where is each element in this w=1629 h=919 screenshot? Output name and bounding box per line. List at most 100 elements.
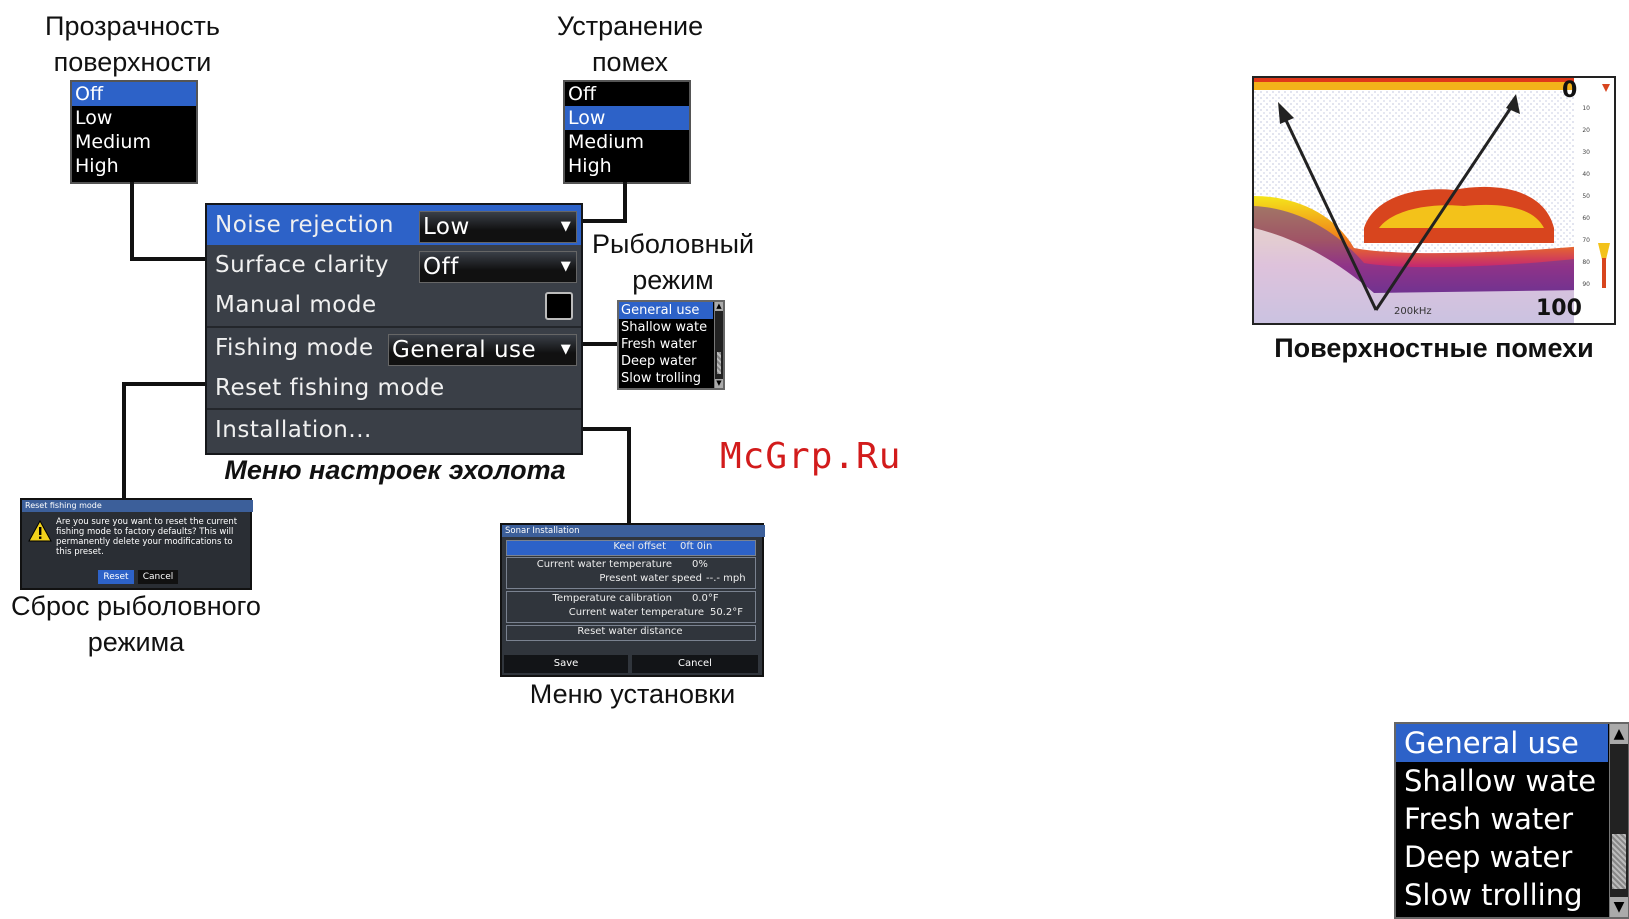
depth-tick: 80 — [1582, 259, 1590, 266]
fishing-mode-option-general-use[interactable]: General use — [619, 302, 713, 319]
surface-clarity-option-low[interactable]: Low — [75, 107, 113, 129]
cancel-button[interactable]: Cancel — [632, 655, 758, 673]
save-button[interactable]: Save — [504, 655, 628, 673]
fishing-mode-option-shallow-water[interactable]: Shallow wate — [1404, 764, 1597, 798]
noise-rejection-option-medium[interactable]: Medium — [568, 131, 644, 153]
fishing-mode-caption: Рыболовный режим — [591, 229, 755, 295]
noise-rejection-value: Low — [423, 214, 470, 240]
surface-clarity-label: Surface clarity — [215, 252, 390, 278]
fishing-mode-value: General use — [392, 337, 537, 363]
water-temp-value-1: 0% — [692, 559, 708, 570]
scroll-thumb[interactable] — [717, 352, 721, 374]
depth-tick: 70 — [1582, 237, 1590, 244]
connector-line — [580, 427, 630, 431]
noise-rejection-combo[interactable]: Low ▼ — [419, 211, 577, 243]
surface-clarity-value: Off — [423, 254, 459, 280]
surface-clarity-option-high[interactable]: High — [75, 155, 119, 177]
water-temp-label-1: Current water temperature — [536, 559, 672, 570]
fishing-mode-combo[interactable]: General use ▼ — [388, 334, 577, 366]
fishing-mode-list: General use Shallow wate Fresh water Dee… — [617, 300, 725, 390]
connector-line — [627, 427, 631, 523]
noise-rejection-list: Off Low Medium High — [563, 80, 691, 184]
fishing-mode-option-deep-water[interactable]: Deep water — [1404, 840, 1573, 874]
surface-clarity-caption: Прозрачность поверхности — [45, 11, 220, 77]
depth-tick: 90 — [1582, 281, 1590, 288]
fishing-mode-option-deep-water[interactable]: Deep water — [621, 354, 697, 369]
surface-clarity-row[interactable]: Surface clarity Off ▼ — [207, 245, 581, 285]
surface-clarity-option-off[interactable]: Off — [72, 82, 196, 106]
installation-dialog-title: Sonar Installation — [502, 525, 765, 537]
connector-line — [122, 382, 207, 386]
sonar-screen-image: 0 100 200kHz 10 20 30 40 50 60 70 80 90 — [1252, 76, 1616, 325]
water-temp-label-2: Current water temperature — [568, 607, 704, 618]
surface-clarity-option-medium[interactable]: Medium — [75, 131, 151, 153]
connector-line — [580, 219, 627, 223]
depth-tick: 20 — [1582, 127, 1590, 134]
fishing-mode-option-fresh-water[interactable]: Fresh water — [1404, 802, 1574, 836]
surface-noise-caption: Поверхностные помехи — [1274, 333, 1594, 363]
temp-calibration-group — [506, 591, 756, 623]
reset-fishing-mode-label: Reset fishing mode — [215, 375, 445, 401]
temp-calibration-value[interactable]: 0.0°F — [692, 593, 719, 604]
fishing-mode-row[interactable]: Fishing mode General use ▼ — [207, 328, 581, 368]
depth-top-label: 0 — [1562, 78, 1578, 103]
cancel-button[interactable]: Cancel — [138, 570, 178, 584]
connector-line — [130, 257, 207, 261]
scroll-down-icon[interactable]: ▼ — [1610, 897, 1628, 917]
depth-bottom-label: 100 — [1536, 296, 1582, 321]
sonar-echogram — [1254, 78, 1614, 323]
depth-tick: 30 — [1582, 149, 1590, 156]
water-speed-value: --.- mph — [706, 573, 746, 584]
keel-offset-value: 0ft 0in — [680, 541, 713, 552]
connector-line — [122, 382, 126, 498]
installation-row[interactable]: Installation... — [207, 410, 581, 450]
connector-line — [580, 342, 620, 346]
fishing-mode-scrollbar[interactable]: ▲ ▼ — [1609, 724, 1628, 917]
connector-line — [130, 182, 134, 260]
manual-mode-label: Manual mode — [215, 292, 377, 318]
scroll-thumb[interactable] — [1612, 834, 1626, 889]
fishing-mode-list-large: General use Shallow wate Fresh water Dee… — [1394, 722, 1629, 919]
noise-rejection-option-low[interactable]: Low — [565, 106, 689, 130]
depth-tick: 50 — [1582, 193, 1590, 200]
keel-offset-field[interactable] — [506, 540, 756, 556]
fishing-mode-option-general-use[interactable]: General use — [1396, 724, 1608, 762]
warning-icon — [28, 520, 52, 542]
scroll-up-icon[interactable]: ▲ — [1610, 724, 1628, 744]
sonar-settings-menu: Noise rejection Low ▼ Surface clarity Of… — [205, 203, 583, 455]
reset-water-distance-button[interactable] — [506, 625, 756, 641]
scroll-up-icon[interactable]: ▲ — [715, 302, 723, 311]
noise-rejection-option-off[interactable]: Off — [568, 83, 597, 105]
watermark: McGrp.Ru — [720, 436, 902, 477]
keel-offset-label: Keel offset — [613, 541, 666, 552]
fishing-mode-option-shallow-water[interactable]: Shallow wate — [621, 320, 708, 335]
surface-clarity-combo[interactable]: Off ▼ — [419, 251, 577, 283]
reset-dialog-message: Are you sure you want to reset the curre… — [56, 517, 238, 557]
noise-rejection-caption: Устранение помех — [556, 11, 704, 77]
noise-rejection-label: Noise rejection — [215, 212, 394, 238]
reset-button[interactable]: Reset — [98, 570, 134, 584]
fishing-mode-option-fresh-water[interactable]: Fresh water — [621, 337, 697, 352]
fishing-mode-option-slow-trolling[interactable]: Slow trolling — [1404, 878, 1583, 912]
surface-clarity-list: Off Low Medium High — [70, 80, 198, 184]
sonar-installation-dialog: Sonar Installation Keel offset 0ft 0in C… — [500, 523, 765, 677]
depth-tick: 60 — [1582, 215, 1590, 222]
scroll-down-icon[interactable]: ▼ — [715, 379, 723, 388]
reset-fishing-mode-row[interactable]: Reset fishing mode — [207, 368, 581, 408]
chevron-down-icon: ▼ — [560, 259, 572, 274]
sonar-menu-caption: Меню настроек эхолота — [224, 455, 566, 485]
fishing-mode-scrollbar[interactable]: ▲ ▼ — [714, 302, 723, 388]
installation-label: Installation... — [215, 417, 372, 443]
fishing-mode-option-slow-trolling[interactable]: Slow trolling — [621, 371, 702, 386]
noise-rejection-option-high[interactable]: High — [568, 155, 612, 177]
manual-mode-checkbox[interactable] — [545, 292, 573, 320]
depth-tick: 40 — [1582, 171, 1590, 178]
temp-calibration-label: Temperature calibration — [552, 593, 672, 604]
manual-mode-row[interactable]: Manual mode — [207, 285, 581, 325]
water-speed-label: Present water speed — [599, 573, 702, 584]
fishing-mode-label: Fishing mode — [215, 335, 374, 361]
installation-caption: Меню установки — [529, 679, 736, 709]
chevron-down-icon: ▼ — [560, 342, 572, 357]
water-temp-group — [506, 557, 756, 589]
noise-rejection-row[interactable]: Noise rejection Low ▼ — [207, 205, 581, 245]
